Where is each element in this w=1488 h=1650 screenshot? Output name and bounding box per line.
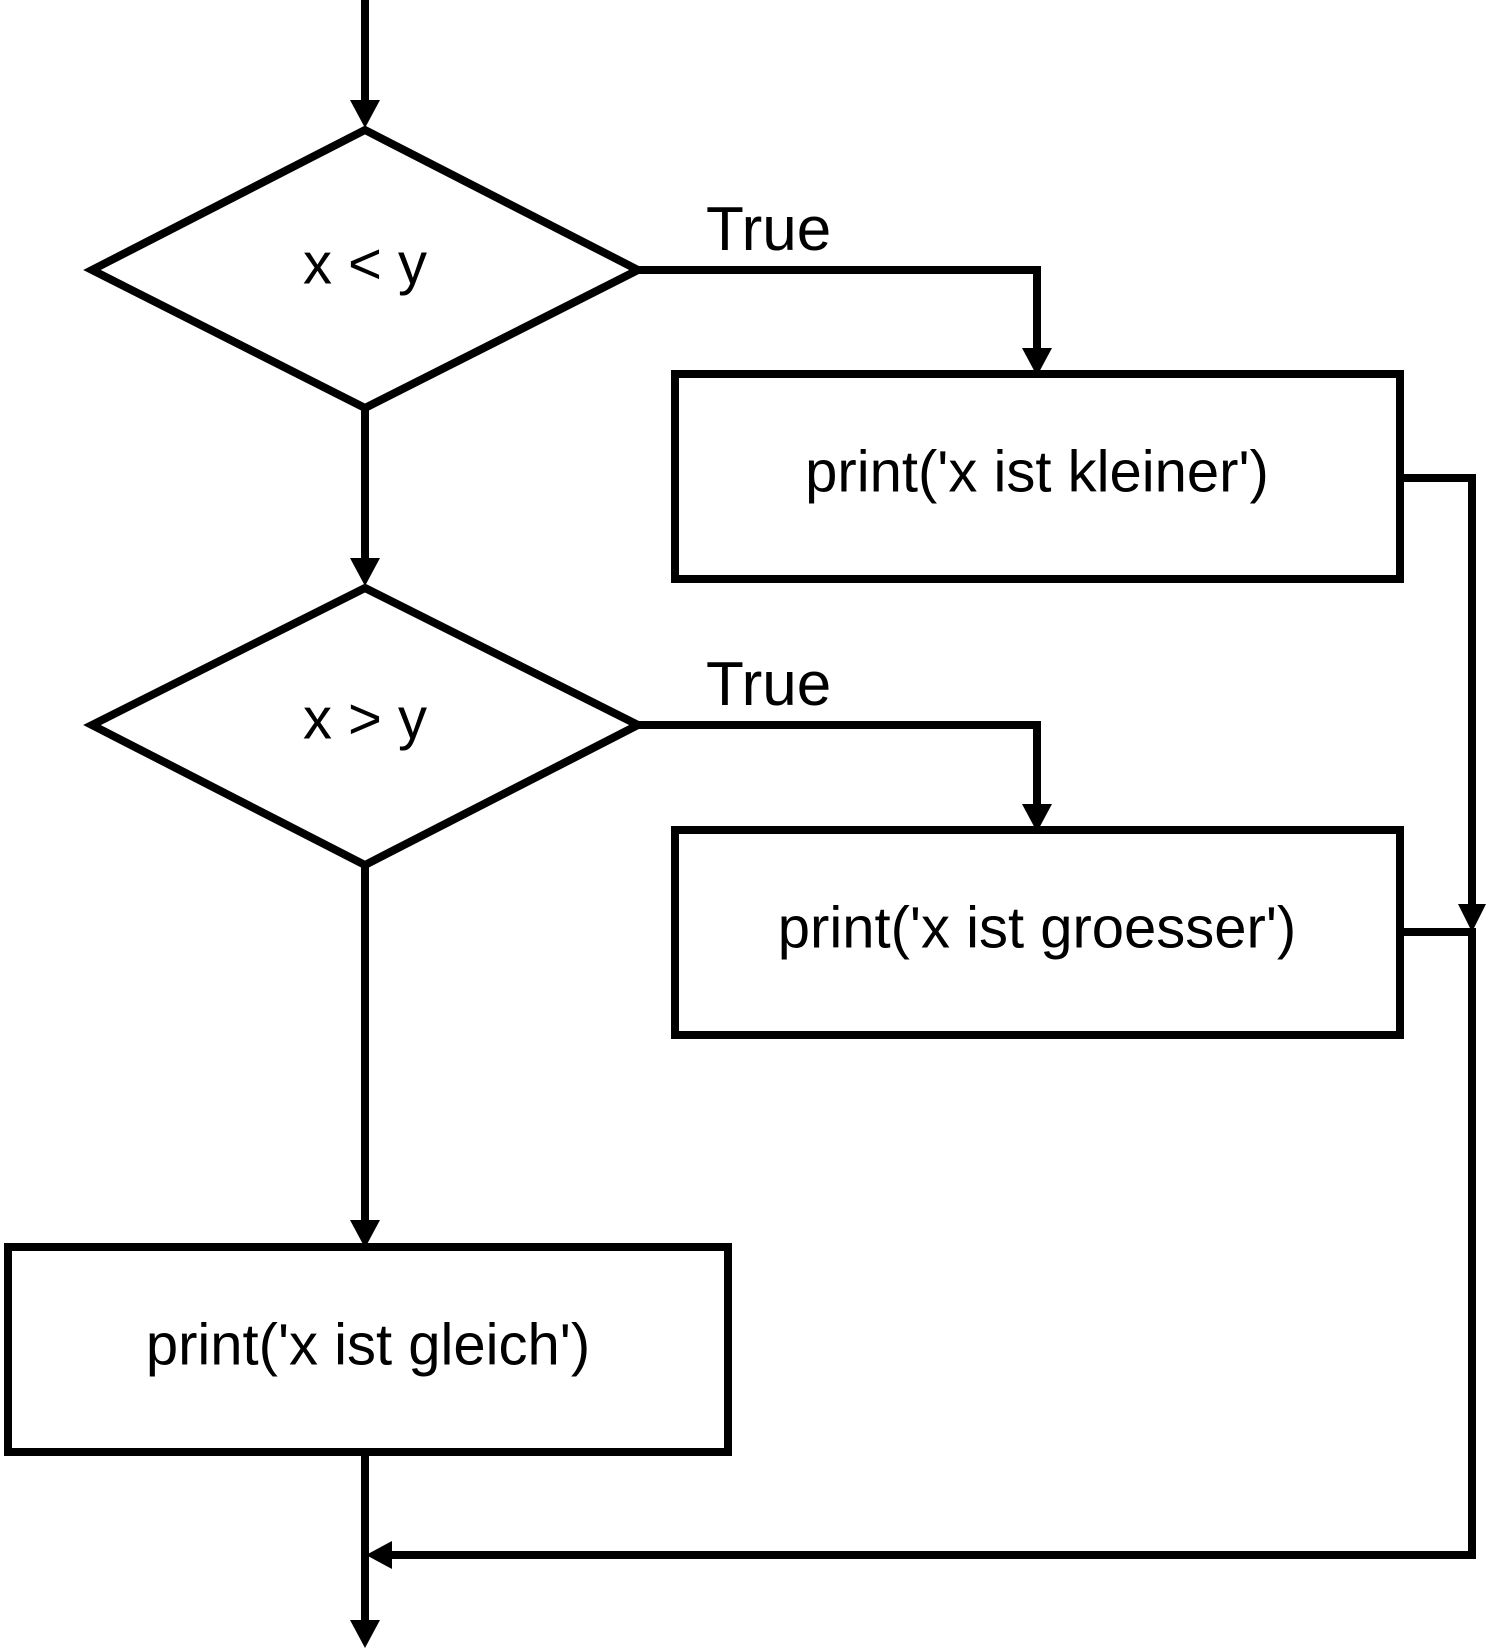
process-smaller-text: print('x ist kleiner'): [805, 439, 1269, 504]
edge-smaller-merge: [1400, 474, 1486, 932]
exit-arrow: [350, 1452, 380, 1648]
edge-greater-merge: [366, 928, 1476, 1569]
decision-less-than: x < y: [83, 125, 647, 413]
decision-less-than-text: x < y: [303, 231, 427, 296]
edge-greater-true: True: [638, 650, 1052, 832]
process-greater-text: print('x ist groesser'): [778, 895, 1297, 960]
edge-less-false: [350, 408, 380, 586]
entry-arrow: [350, 0, 380, 128]
process-greater: print('x ist groesser'): [671, 826, 1404, 1039]
process-equal-text: print('x ist gleich'): [146, 1312, 590, 1377]
decision-greater-than: x > y: [83, 583, 647, 870]
process-smaller: print('x ist kleiner'): [671, 370, 1404, 583]
edge-less-true-label: True: [706, 195, 831, 264]
edge-less-true: True: [638, 195, 1052, 376]
edge-greater-true-label: True: [706, 650, 831, 719]
edge-greater-false: [350, 865, 380, 1248]
decision-greater-than-text: x > y: [303, 686, 427, 751]
process-equal: print('x ist gleich'): [4, 1243, 732, 1456]
